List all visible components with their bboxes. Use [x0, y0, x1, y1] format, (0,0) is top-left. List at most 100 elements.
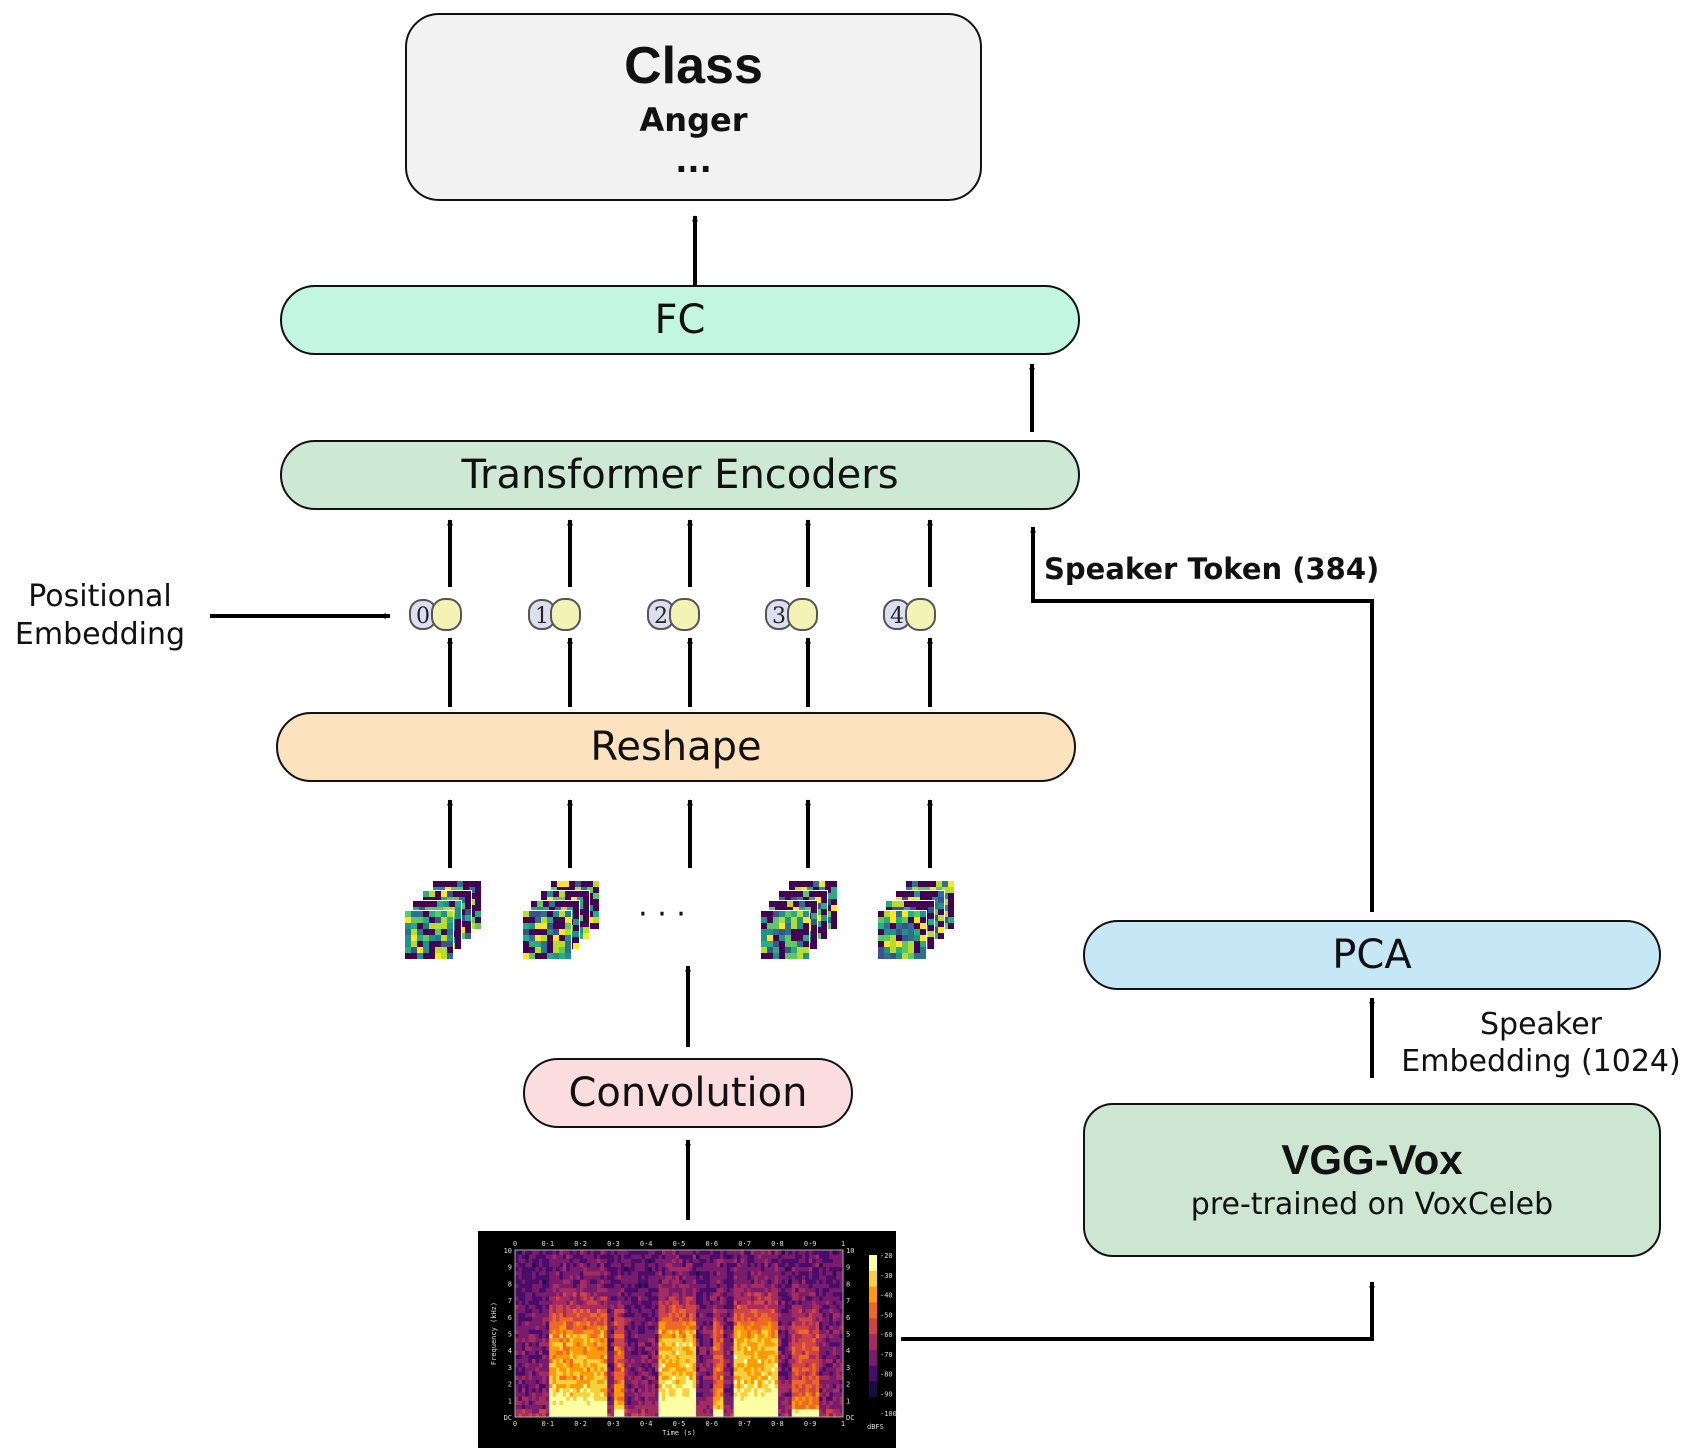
spectrogram-y-tick-right: 4: [846, 1347, 850, 1355]
spectrogram-cell: [518, 1375, 523, 1380]
spectrogram-cell: [583, 1362, 588, 1368]
spectrogram-cell: [655, 1287, 659, 1293]
spectrogram-cell: [655, 1383, 659, 1389]
spectrogram-cell: [538, 1346, 543, 1351]
spectrogram-cell: [696, 1341, 700, 1347]
spectrogram-cell: [651, 1308, 656, 1314]
spectrogram-cell: [767, 1400, 772, 1405]
spectrogram-cell: [836, 1304, 841, 1309]
spectrogram-cell: [829, 1283, 834, 1289]
spectrogram-cell: [566, 1354, 571, 1360]
spectrogram-cell: [737, 1329, 741, 1334]
spectrogram-cell: [832, 1387, 837, 1393]
spectrogram-cell: [778, 1354, 782, 1360]
spectrogram-cell: [566, 1362, 571, 1368]
spectrogram-cell: [689, 1412, 694, 1418]
spectrogram-cell: [720, 1396, 724, 1401]
spectrogram-cell: [733, 1270, 738, 1276]
feature-map-cell: [938, 903, 944, 909]
spectrogram-cell: [521, 1387, 526, 1393]
spectrogram-cell: [747, 1254, 752, 1259]
spectrogram-cell: [552, 1375, 557, 1380]
spectrogram-cell: [532, 1412, 536, 1418]
spectrogram-cell: [607, 1337, 612, 1343]
spectrogram-cell: [740, 1316, 745, 1322]
spectrogram-cell: [819, 1295, 823, 1301]
spectrogram-cell: [836, 1362, 841, 1368]
spectrogram-cell: [802, 1375, 806, 1380]
spectrogram-cell: [730, 1400, 735, 1405]
feature-map-cell: [811, 943, 817, 949]
spectrogram-cell: [525, 1379, 530, 1385]
feature-map-cell: [936, 881, 942, 887]
spectrogram-cell: [668, 1366, 673, 1372]
spectrogram-cell: [784, 1258, 789, 1264]
spectrogram-cell: [706, 1275, 711, 1280]
spectrogram-cell: [627, 1396, 632, 1401]
spectrogram-cell: [798, 1279, 803, 1284]
spectrogram-cell: [798, 1325, 803, 1330]
spectrogram-cell: [644, 1270, 649, 1276]
spectrogram-cell: [822, 1329, 827, 1334]
spectrogram-cell: [812, 1266, 817, 1272]
spectrogram-cell: [795, 1412, 800, 1418]
spectrogram-cell: [716, 1346, 721, 1351]
spectrogram-cell: [607, 1275, 612, 1280]
spectrogram-cell: [754, 1262, 759, 1268]
spectrogram-cell: [535, 1375, 540, 1380]
spectrogram-cell: [716, 1320, 721, 1326]
feature-map-cell: [453, 891, 459, 897]
spectrogram-cell: [566, 1404, 571, 1410]
spectrogram-cell: [607, 1312, 612, 1318]
spectrogram-cell: [791, 1250, 796, 1255]
spectrogram-cell: [706, 1250, 711, 1255]
spectrogram-cell: [552, 1275, 557, 1280]
spectrogram-cell: [699, 1291, 704, 1297]
spectrogram-cell: [644, 1316, 649, 1322]
spectrogram-cell: [730, 1412, 735, 1418]
feature-map-cell: [797, 935, 803, 941]
spectrogram-cell: [573, 1275, 577, 1280]
spectrogram-cell: [562, 1304, 567, 1309]
spectrogram-cell: [825, 1383, 830, 1389]
spectrogram-cell: [562, 1337, 567, 1343]
spectrogram-cell: [761, 1350, 765, 1355]
spectrogram-cell: [658, 1358, 663, 1364]
spectrogram-cell: [620, 1346, 625, 1351]
spectrogram-cell: [730, 1362, 735, 1368]
spectrogram-cell: [802, 1396, 806, 1401]
spectrogram-cell: [682, 1250, 687, 1255]
spectrogram-cell: [576, 1329, 581, 1334]
spectrogram-cell: [815, 1291, 820, 1297]
spectrogram-cell: [805, 1316, 810, 1322]
spectrogram-cell: [675, 1366, 680, 1372]
spectrogram-cell: [579, 1258, 584, 1264]
spectrogram-cell: [658, 1320, 663, 1326]
spectrogram-cell: [706, 1391, 711, 1397]
spectrogram-cell: [549, 1316, 554, 1322]
spectrogram-cell: [579, 1341, 584, 1347]
spectrogram-cell: [559, 1375, 564, 1380]
spectrogram-cell: [607, 1391, 612, 1397]
spectrogram-cell: [631, 1404, 636, 1410]
feature-map-cell: [821, 915, 827, 921]
spectrogram-cell: [586, 1375, 591, 1380]
spectrogram-cell: [525, 1366, 530, 1372]
feature-map-cell: [447, 923, 453, 929]
spectrogram-cell: [740, 1287, 745, 1293]
spectrogram-cell: [733, 1387, 738, 1393]
feature-map-cell: [455, 919, 461, 925]
spectrogram-cell: [689, 1250, 694, 1255]
spectrogram-cell: [689, 1279, 694, 1284]
spectrogram-cell: [802, 1391, 806, 1397]
spectrogram-cell: [815, 1329, 820, 1334]
spectrogram-cell: [750, 1346, 755, 1351]
spectrogram-cell: [624, 1358, 629, 1364]
feature-map-cell: [896, 947, 902, 953]
spectrogram-cell: [617, 1279, 622, 1284]
spectrogram-cell: [743, 1333, 748, 1339]
spectrogram-cell: [586, 1408, 591, 1414]
feature-map-cell: [447, 891, 453, 897]
spectrogram-cell: [825, 1337, 830, 1343]
spectrogram-cell: [641, 1408, 646, 1414]
